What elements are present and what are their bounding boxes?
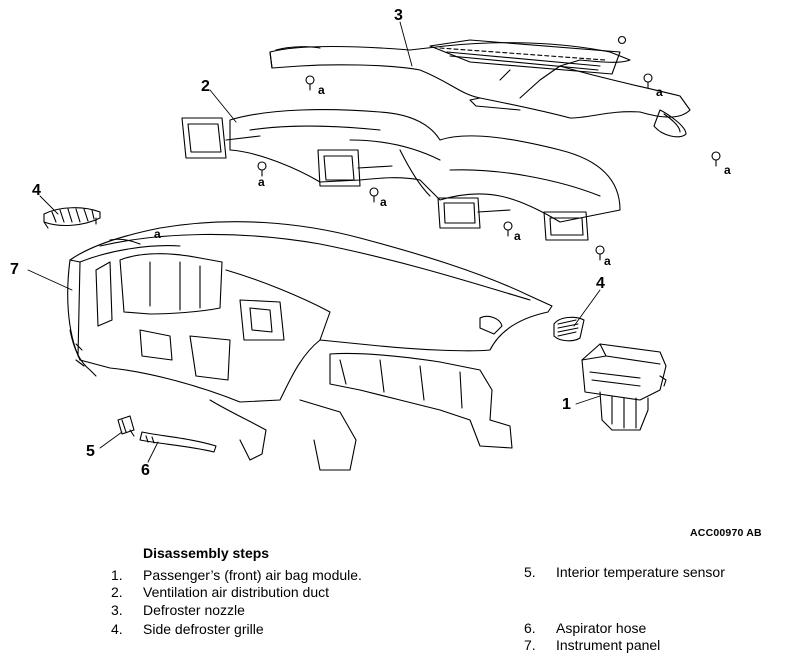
fastener-label: a	[154, 227, 161, 241]
fastener-label: a	[258, 175, 265, 189]
steps-title: Disassembly steps	[143, 545, 270, 561]
step-text: Ventilation air distribution duct	[143, 584, 329, 600]
instrument-panel-part	[67, 221, 553, 471]
interior-temperature-sensor-part	[117, 415, 135, 437]
callout-4-left: 4	[32, 182, 41, 199]
step-5: 5. Interior temperature sensor	[524, 564, 725, 580]
side-defroster-grille-left-part	[43, 207, 101, 229]
fastener-label: a	[318, 83, 325, 97]
step-number: 4.	[111, 621, 123, 637]
step-text: Instrument panel	[556, 637, 661, 653]
step-number: 1.	[111, 567, 123, 583]
exploded-view-drawing	[27, 21, 721, 471]
step-text: Defroster nozzle	[143, 602, 245, 618]
step-text: Passenger’s (front) air bag module.	[143, 567, 362, 583]
fastener-label: a	[514, 229, 521, 243]
fastener-label: a	[656, 85, 663, 99]
step-2: 2. Ventilation air distribution duct	[111, 584, 329, 600]
callout-2: 2	[201, 78, 210, 95]
callout-3: 3	[394, 7, 403, 24]
leader-lines	[27, 21, 601, 463]
step-number: 2.	[111, 584, 123, 600]
callout-5: 5	[86, 443, 95, 460]
step-1: 1. Passenger’s (front) air bag module.	[111, 567, 362, 583]
step-text: Side defroster grille	[143, 621, 264, 637]
fastener-label: a	[604, 254, 611, 268]
figure-code: ACC00970 AB	[690, 527, 762, 539]
side-defroster-grille-right-part	[553, 316, 585, 342]
ventilation-duct-part	[181, 109, 621, 241]
callout-7: 7	[10, 261, 19, 278]
fastener-label: a	[380, 195, 387, 209]
callout-4-right: 4	[596, 275, 605, 292]
step-number: 5.	[524, 564, 536, 580]
step-4: 4. Side defroster grille	[111, 621, 264, 637]
step-number: 7.	[524, 637, 536, 653]
step-3: 3. Defroster nozzle	[111, 602, 245, 618]
callout-1: 1	[562, 396, 571, 413]
step-text: Aspirator hose	[556, 620, 647, 636]
step-number: 3.	[111, 602, 123, 618]
defroster-nozzle-part	[269, 39, 691, 138]
step-7: 7. Instrument panel	[524, 637, 660, 653]
step-number: 6.	[524, 620, 536, 636]
fastener-label: a	[724, 163, 731, 177]
step-6: 6. Aspirator hose	[524, 620, 646, 636]
fasteners	[257, 35, 721, 261]
step-text: Interior temperature sensor	[556, 564, 725, 580]
aspirator-hose-part	[139, 431, 217, 453]
callout-6: 6	[141, 462, 150, 479]
air-bag-module-part	[581, 343, 667, 431]
